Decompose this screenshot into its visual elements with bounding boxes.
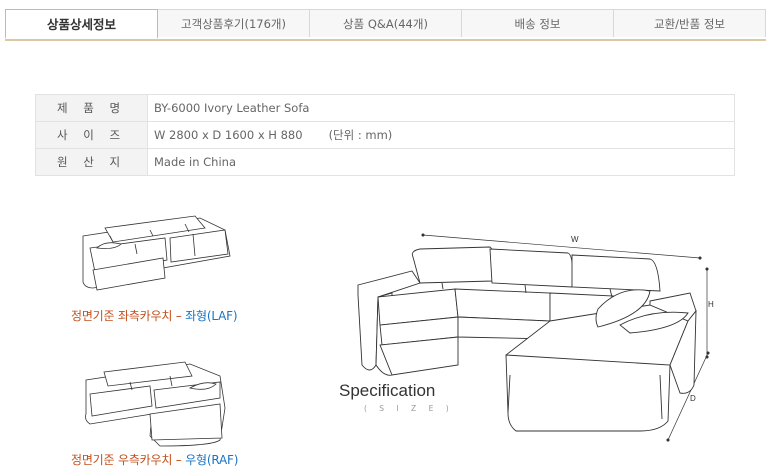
laf-caption: 정면기준 좌측카우치 – 좌형(LAF)	[71, 309, 238, 323]
height-label: H	[708, 300, 714, 309]
sofa-raf-illustration	[85, 361, 226, 447]
tab-bar: 상품상세정보 고객상품후기(176개) 상품 Q&A(44개) 배송 정보 교환…	[5, 9, 766, 41]
sofa-spec-illustration: W H D	[357, 233, 714, 442]
tab-product-qa[interactable]: 상품 Q&A(44개)	[310, 9, 462, 37]
spec-row-name: 제 품 명 BY-6000 Ivory Leather Sofa	[35, 94, 735, 122]
spec-label: 사 이 즈	[35, 121, 148, 149]
tab-exchange-return[interactable]: 교환/반품 정보	[614, 9, 766, 37]
raf-caption: 정면기준 우측카우치 – 우형(RAF)	[71, 453, 239, 467]
specification-subtitle: ( S I Z E )	[364, 404, 454, 413]
specification-title: Specification	[339, 381, 436, 400]
depth-label: D	[690, 394, 696, 403]
tab-customer-reviews[interactable]: 고객상품후기(176개)	[158, 9, 310, 37]
width-label: W	[571, 235, 579, 244]
sofa-laf-illustration	[82, 215, 231, 291]
spec-label: 제 품 명	[35, 94, 148, 122]
spec-value: Made in China	[154, 155, 236, 169]
spec-label: 원 산 지	[35, 148, 148, 176]
spec-row-size: 사 이 즈 W 2800 x D 1600 x H 880 (단위 : mm)	[35, 121, 735, 149]
spec-value: BY-6000 Ivory Leather Sofa	[154, 101, 310, 115]
spec-value: W 2800 x D 1600 x H 880	[154, 128, 303, 142]
tab-shipping-info[interactable]: 배송 정보	[462, 9, 614, 37]
spec-row-origin: 원 산 지 Made in China	[35, 148, 735, 176]
tab-product-detail[interactable]: 상품상세정보	[5, 9, 158, 39]
spec-table: 제 품 명 BY-6000 Ivory Leather Sofa 사 이 즈 W…	[35, 94, 735, 176]
spec-unit: (단위 : mm)	[328, 128, 393, 142]
